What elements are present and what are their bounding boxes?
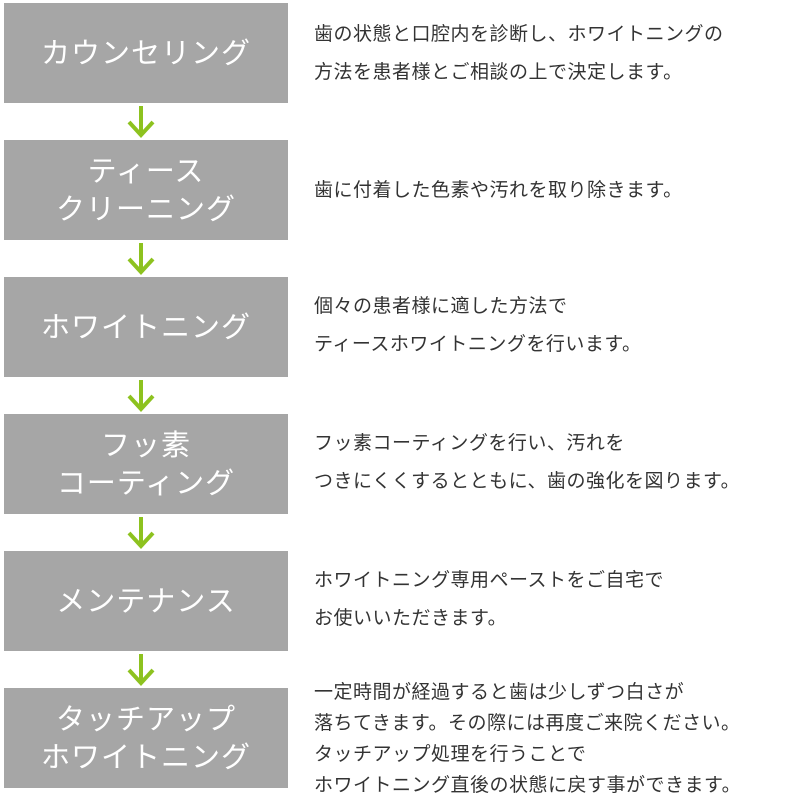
step-box-touch-up-whitening: タッチアップ ホワイトニング bbox=[4, 688, 288, 788]
description-line: 方法を患者様とご相談の上で決定します。 bbox=[314, 61, 683, 83]
description-line: 落ちてきます。その際には再度ご来院ください。 bbox=[314, 712, 741, 734]
step-title-line: コーティング bbox=[56, 466, 236, 500]
description-line: お使いいただきます。 bbox=[314, 607, 508, 629]
description-line: 一定時間が経過すると歯は少しずつ白さが bbox=[314, 681, 685, 703]
step-title-line: ホワイトニング bbox=[40, 740, 251, 774]
step-box-whitening: ホワイトニング bbox=[4, 277, 288, 377]
step-title-line: ティース bbox=[87, 154, 205, 188]
description-line: フッ素コーティングを行い、汚れを bbox=[314, 432, 625, 454]
step-title-line: メンテナンス bbox=[56, 584, 236, 618]
step-box-maintenance: メンテナンス bbox=[4, 551, 288, 651]
step-description-fluoride-coating: フッ素コーティングを行い、汚れを つきにくくするとともに、歯の強化を図ります。 bbox=[314, 424, 800, 500]
step-title-line: タッチアップ bbox=[55, 702, 236, 736]
step-title-line: カウンセリング bbox=[40, 36, 251, 70]
description-line: ホワイトニング直後の状態に戻す事ができます。 bbox=[314, 774, 742, 796]
step-description-touch-up-whitening: 一定時間が経過すると歯は少しずつ白さが 落ちてきます。その際には再度ご来院くださ… bbox=[314, 677, 800, 801]
description-line: 歯の状態と口腔内を診断し、ホワイトニングの bbox=[314, 23, 724, 45]
step-title-line: フッ素 bbox=[100, 428, 191, 462]
down-arrow-icon bbox=[127, 243, 155, 275]
description-line: ティースホワイトニングを行います。 bbox=[314, 333, 642, 355]
step-box-counseling: カウンセリング bbox=[4, 3, 288, 103]
step-description-maintenance: ホワイトニング専用ペーストをご自宅で お使いいただきます。 bbox=[314, 561, 800, 637]
description-line: つきにくくするとともに、歯の強化を図ります。 bbox=[314, 470, 741, 492]
down-arrow-icon bbox=[127, 106, 155, 138]
description-line: ホワイトニング専用ペーストをご自宅で bbox=[314, 569, 665, 591]
step-title-line: ホワイトニング bbox=[40, 310, 251, 344]
step-box-fluoride-coating: フッ素 コーティング bbox=[4, 414, 288, 514]
step-title-line: クリーニング bbox=[55, 192, 236, 226]
down-arrow-icon bbox=[127, 654, 155, 686]
step-description-whitening: 個々の患者様に適した方法で ティースホワイトニングを行います。 bbox=[314, 287, 800, 363]
step-description-counseling: 歯の状態と口腔内を診断し、ホワイトニングの 方法を患者様とご相談の上で決定します… bbox=[314, 15, 800, 91]
description-line: タッチアップ処理を行うことで bbox=[314, 743, 587, 765]
down-arrow-icon bbox=[127, 517, 155, 549]
step-box-teeth-cleaning: ティース クリーニング bbox=[4, 140, 288, 240]
description-line: 個々の患者様に適した方法で bbox=[314, 295, 568, 317]
down-arrow-icon bbox=[127, 380, 155, 412]
description-line: 歯に付着した色素や汚れを取り除きます。 bbox=[314, 179, 683, 201]
step-description-teeth-cleaning: 歯に付着した色素や汚れを取り除きます。 bbox=[314, 171, 800, 209]
